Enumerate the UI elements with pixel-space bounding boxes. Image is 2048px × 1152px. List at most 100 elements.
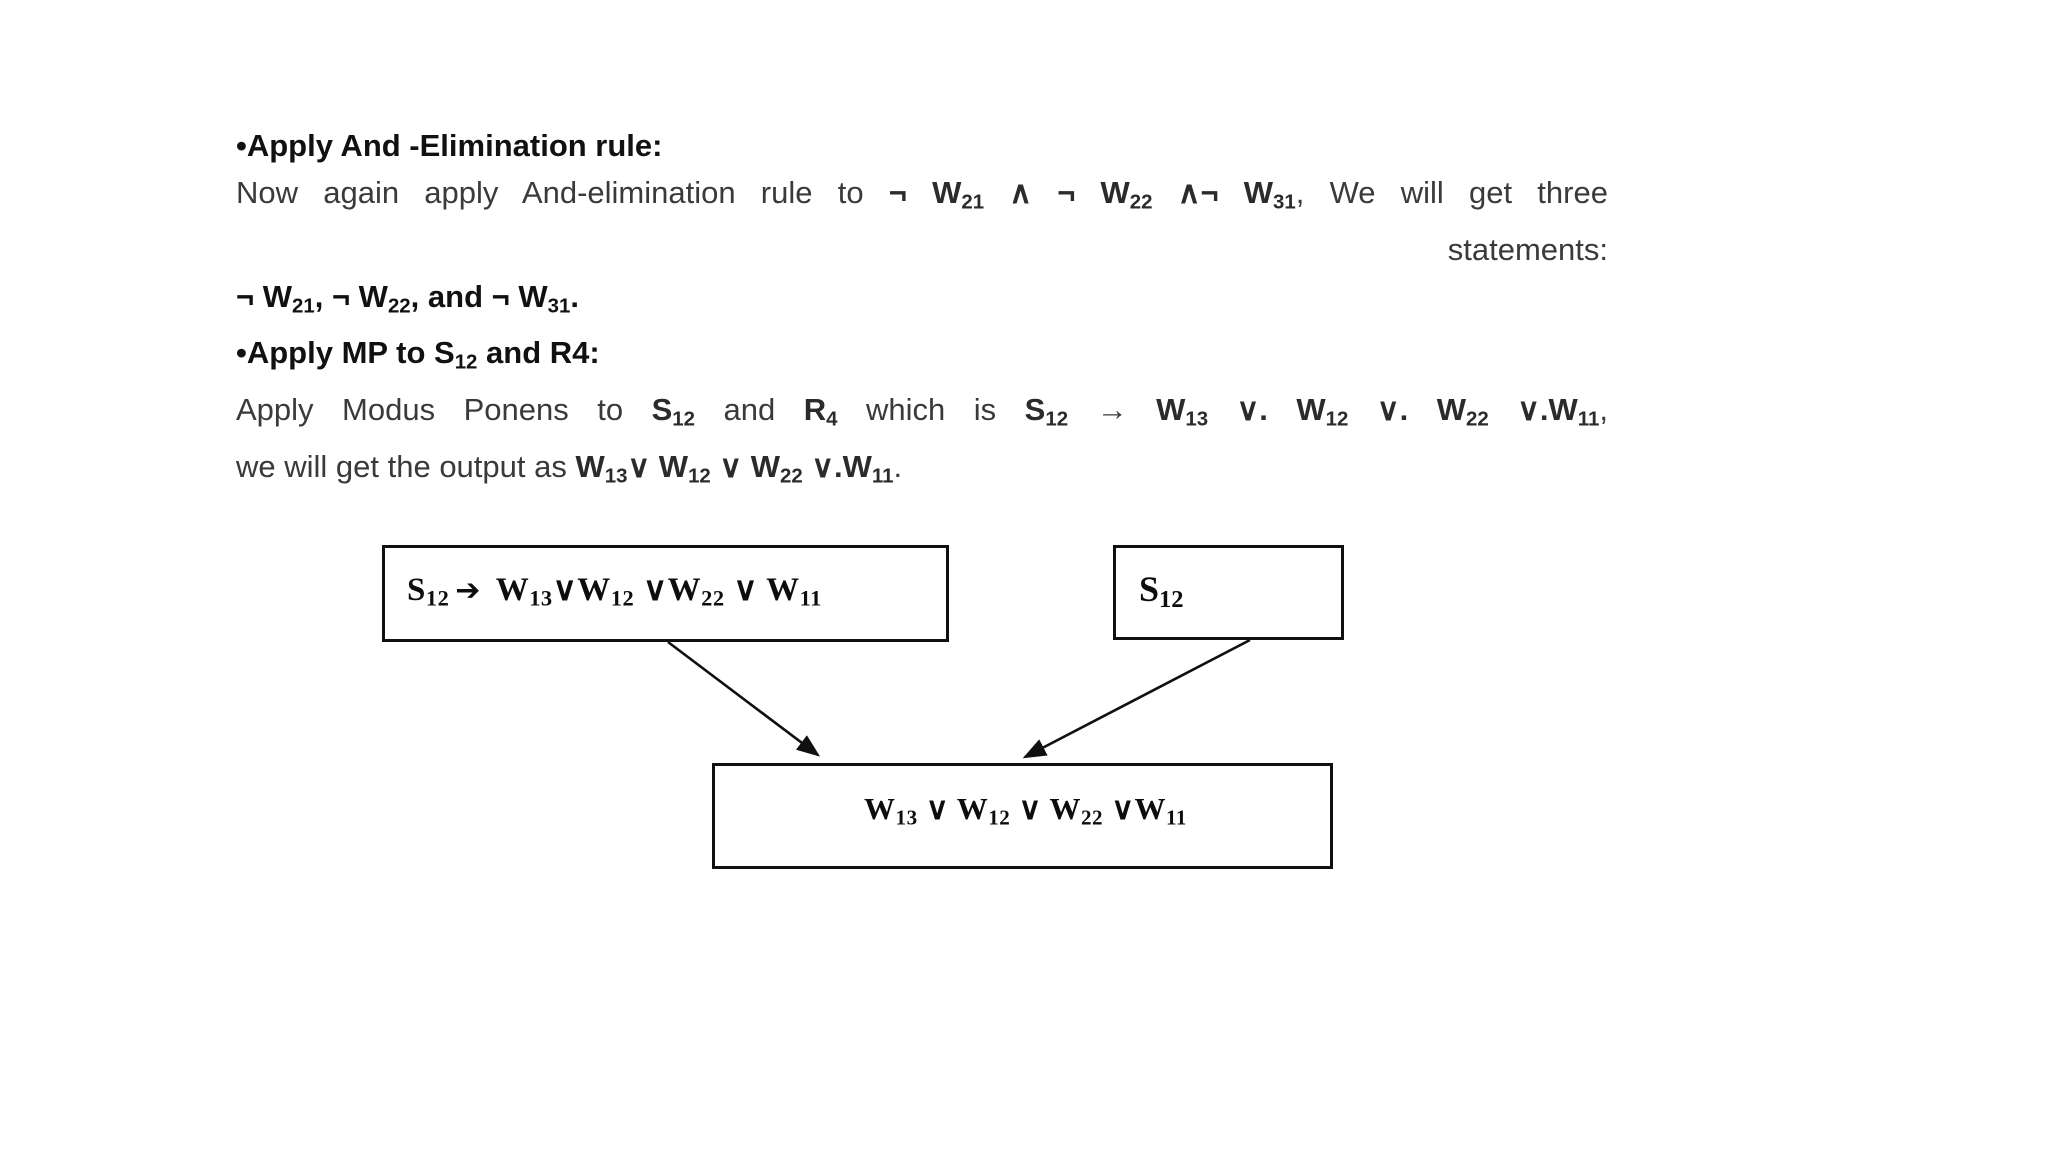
mp-w11: W11 bbox=[1548, 392, 1600, 431]
output-lead: we will get the output as bbox=[236, 448, 576, 484]
result-c1-base: W bbox=[864, 791, 896, 826]
formula-not-w21: ¬ W21 bbox=[888, 175, 984, 214]
slide-text-block: •Apply And -Elimination rule: Now again … bbox=[236, 122, 1608, 500]
out-or-2: ∨ bbox=[710, 448, 751, 484]
fact-label-base: S bbox=[1139, 569, 1160, 609]
heading-apply-and-elimination: •Apply And -Elimination rule: bbox=[236, 128, 663, 163]
mp-implies-arrow: → bbox=[1068, 392, 1157, 428]
out-w11-base: W bbox=[842, 448, 872, 484]
heading-apply-mp-prefix: •Apply MP to S bbox=[236, 335, 455, 371]
statement-not-w31-sub: 31 bbox=[547, 294, 571, 318]
result-c1-sub: 13 bbox=[895, 805, 918, 830]
out-w11-sub: 11 bbox=[871, 464, 894, 488]
mp-comma: , bbox=[1599, 392, 1609, 428]
mp-which-is: which is bbox=[837, 392, 1025, 428]
mp-w22-base: W bbox=[1436, 392, 1466, 428]
mp-w11-base: W bbox=[1548, 392, 1578, 428]
rule-c3-base: W bbox=[667, 572, 702, 608]
mp-implication-s12: S12 bbox=[1025, 392, 1068, 431]
statement-not-w21: ¬ W21 bbox=[236, 278, 315, 318]
diagram-node-fact: S12 bbox=[1113, 545, 1344, 640]
rule-or-2: ∨ bbox=[634, 572, 668, 608]
fact-label-sub: 12 bbox=[1159, 586, 1184, 614]
paragraph-and-elimination: Now again apply And-elimination rule to … bbox=[236, 169, 1608, 226]
operator-and-2: ∧ bbox=[1152, 175, 1201, 210]
result-or-2: ∨ bbox=[1010, 791, 1050, 826]
rule-c3-sub: 22 bbox=[701, 585, 725, 611]
rule-c4-sub: 11 bbox=[799, 585, 822, 611]
formula-not-w31-sub: 31 bbox=[1273, 190, 1296, 214]
diagram-node-rule: S12➔ W13∨W12 ∨W22 ∨ W11 bbox=[382, 545, 949, 642]
paragraph-and-elimination-continuation: statements: bbox=[236, 226, 1608, 273]
edge-fact-to-result bbox=[1022, 638, 1251, 759]
formula-not-w31-base: ¬ W bbox=[1200, 175, 1274, 210]
statement-not-w22-sub: 22 bbox=[387, 294, 411, 318]
diagram-node-result: W13 ∨ W12 ∨ W22 ∨W11 bbox=[712, 763, 1333, 869]
mp-or-2: ∨. bbox=[1348, 392, 1437, 428]
statements-label: statements: bbox=[1447, 231, 1608, 267]
mp-implication-s12-sub: 12 bbox=[1045, 407, 1069, 431]
result-or-3: ∨ bbox=[1103, 791, 1135, 826]
rule-antecedent-base: S bbox=[407, 572, 426, 608]
statement-not-w22-base: ¬ W bbox=[331, 278, 388, 314]
formula-not-w22-base: ¬ W bbox=[1057, 175, 1130, 210]
statement-not-w21-sub: 21 bbox=[291, 294, 315, 318]
result-or-1: ∨ bbox=[917, 791, 957, 826]
statement-not-w31: ¬ W31 bbox=[491, 278, 571, 318]
result-c3-base: W bbox=[1049, 791, 1081, 826]
result-c4-base: W bbox=[1134, 791, 1167, 826]
mp-r4-sub: 4 bbox=[826, 407, 838, 431]
out-or-1: ∨ bbox=[627, 448, 659, 484]
out-w11: W11 bbox=[842, 448, 894, 488]
out-or-3: ∨. bbox=[802, 448, 843, 484]
mp-w12-base: W bbox=[1296, 392, 1326, 428]
rule-c1-sub: 13 bbox=[529, 585, 553, 611]
rule-c2-sub: 12 bbox=[610, 585, 635, 611]
mp-w22-sub: 22 bbox=[1465, 407, 1489, 431]
diagram-node-result-text: W13 ∨ W12 ∨ W22 ∨W11 bbox=[715, 791, 1336, 830]
rule-antecedent-sub: 12 bbox=[425, 585, 450, 611]
formula-not-w31: ¬ W31 bbox=[1200, 175, 1295, 214]
out-w13-base: W bbox=[575, 448, 605, 484]
mp-lead: Apply Modus Ponens to bbox=[236, 392, 652, 428]
formula-not-w22-sub: 22 bbox=[1129, 190, 1153, 214]
result-c2-base: W bbox=[956, 791, 989, 826]
diagram-node-fact-text: S12 bbox=[1139, 568, 1184, 614]
implies-arrow-icon: ➔ bbox=[455, 573, 481, 608]
out-w22-sub: 22 bbox=[779, 464, 803, 488]
statement-not-w31-base: ¬ W bbox=[491, 278, 548, 314]
formula-not-w21-base: ¬ W bbox=[888, 175, 962, 210]
out-w12-base: W bbox=[658, 448, 689, 484]
mp-w13-base: W bbox=[1156, 392, 1186, 428]
formula-not-w21-sub: 21 bbox=[961, 190, 985, 214]
diagram-node-rule-text: S12➔ W13∨W12 ∨W22 ∨ W11 bbox=[407, 569, 822, 612]
mp-w22: W22 bbox=[1436, 392, 1489, 431]
statement-not-w22: ¬ W22 bbox=[331, 278, 411, 318]
out-w12-sub: 12 bbox=[688, 464, 711, 488]
edge-rule-to-result bbox=[667, 640, 821, 757]
heading-apply-mp: •Apply MP to S12 and R4: bbox=[236, 329, 1608, 386]
out-w22-base: W bbox=[750, 448, 780, 484]
heading-apply-mp-sub: 12 bbox=[454, 351, 478, 375]
formula-not-w22: ¬ W22 bbox=[1057, 175, 1152, 214]
statement-not-w21-base: ¬ W bbox=[236, 278, 292, 314]
out-w12: W12 bbox=[658, 448, 711, 488]
mp-s12-base: S bbox=[651, 392, 673, 428]
mp-r4-base: R bbox=[803, 392, 827, 428]
mp-and: and bbox=[695, 392, 804, 428]
result-c3-sub: 22 bbox=[1080, 805, 1104, 830]
out-w22: W22 bbox=[750, 448, 803, 488]
mp-w13: W13 bbox=[1156, 392, 1208, 431]
mp-w13-sub: 13 bbox=[1185, 407, 1209, 431]
mp-w12-sub: 12 bbox=[1325, 407, 1349, 431]
paragraph-output: we will get the output as W13∨ W12 ∨ W22… bbox=[236, 443, 1608, 500]
out-w13-sub: 13 bbox=[604, 464, 628, 488]
mp-or-1: ∨. bbox=[1208, 392, 1297, 428]
mp-s12: S12 bbox=[651, 392, 695, 431]
mp-w12: W12 bbox=[1296, 392, 1348, 431]
statement-sep-2: , and bbox=[410, 278, 492, 314]
rule-or-1: ∨ bbox=[552, 572, 578, 608]
out-period: . bbox=[893, 448, 903, 484]
rule-c1-base: W bbox=[495, 572, 530, 608]
mp-w11-sub: 11 bbox=[1577, 407, 1600, 431]
